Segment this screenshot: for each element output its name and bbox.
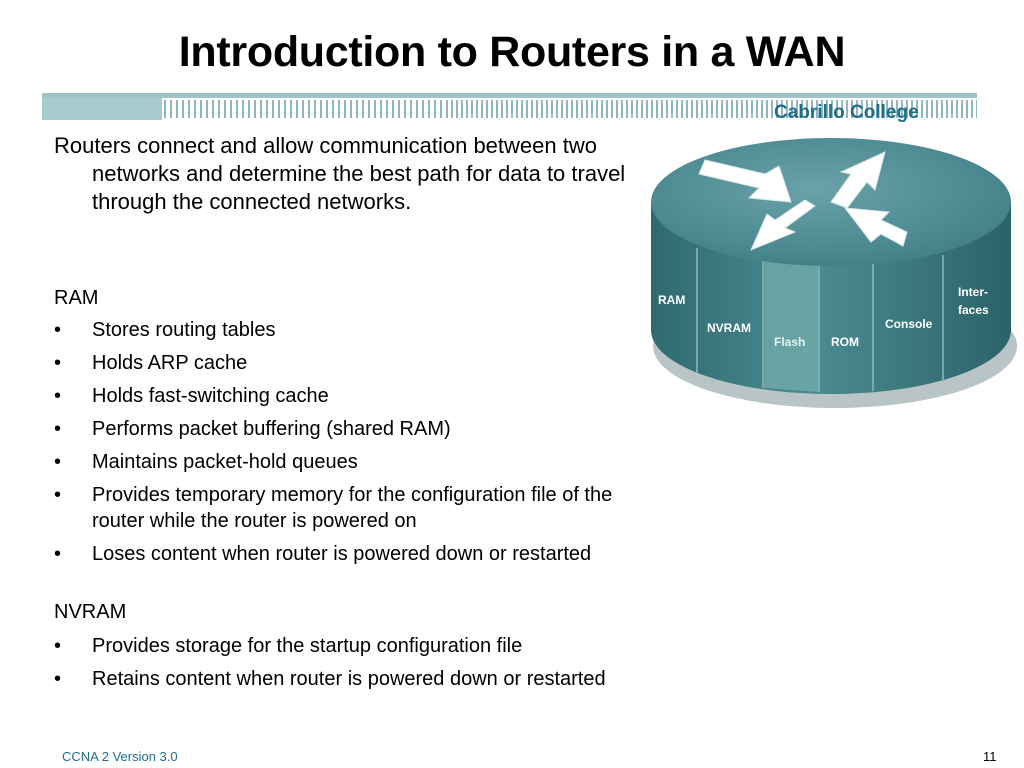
header-banner — [42, 93, 977, 120]
label-console: Console — [885, 317, 933, 331]
list-item-text: Provides temporary memory for the config… — [92, 484, 613, 532]
nvram-list: • Provides storage for the startup config… — [54, 633, 629, 699]
list-item: • Holds fast-switching cache — [54, 383, 629, 409]
list-item: • Performs packet buffering (shared RAM) — [54, 416, 629, 442]
label-ram: RAM — [658, 293, 685, 307]
arrow-in-top-left — [698, 159, 792, 203]
bullet: • — [54, 352, 62, 374]
arrow-out-bottom-left — [750, 199, 816, 251]
bullet: • — [54, 484, 62, 506]
label-interfaces-1: Inter- — [958, 285, 988, 299]
list-item-text: Maintains packet-hold queues — [92, 451, 358, 473]
ram-heading: RAM — [54, 287, 99, 309]
list-item: • Retains content when router is powered … — [54, 666, 629, 692]
label-flash: Flash — [774, 335, 805, 349]
list-item: • Holds ARP cache — [54, 350, 629, 376]
bullet: • — [54, 319, 62, 341]
label-nvram: NVRAM — [707, 321, 751, 335]
bullet: • — [54, 543, 62, 565]
bullet: • — [54, 635, 62, 657]
college-logo-text: Cabrillo College — [774, 102, 919, 123]
list-item-text: Retains content when router is powered d… — [92, 668, 606, 690]
ram-list: •Stores routing tables •Holds ARP cache … — [54, 317, 629, 574]
list-item: • Loses content when router is powered do… — [54, 541, 629, 567]
bullet: • — [54, 418, 62, 440]
slide-title: Introduction to Routers in a WAN — [178, 28, 846, 76]
footer-course: CCNA 2 Version 3.0 — [62, 749, 178, 764]
intro-paragraph: Routers connect and allow communication … — [54, 133, 626, 214]
label-rom: ROM — [831, 335, 859, 349]
bullet: • — [54, 451, 62, 473]
list-item: • Provides storage for the startup config… — [54, 633, 629, 659]
page-number: 11 — [983, 749, 997, 764]
list-item: • Maintains packet-hold queues — [54, 449, 629, 475]
nvram-heading: NVRAM — [54, 601, 127, 623]
banner-stripes — [164, 100, 977, 118]
flash-band — [763, 260, 819, 392]
list-item-text: Provides storage for the startup configu… — [92, 635, 523, 657]
arrow-in-bottom-right — [843, 207, 908, 247]
label-interfaces-2: faces — [958, 303, 989, 317]
bullet: • — [54, 668, 62, 690]
list-item-text: Loses content when router is powered dow… — [92, 543, 592, 565]
list-item-text: Holds ARP cache — [92, 352, 248, 374]
list-item: • Stores routing tables — [54, 317, 629, 343]
list-item: • Provides temporary memory for the confi… — [54, 482, 629, 534]
bullet: • — [54, 385, 62, 407]
router-diagram: RAM NVRAM Flash ROM Console Inter- faces — [651, 138, 1017, 408]
list-item-text: Holds fast-switching cache — [92, 385, 329, 407]
list-item-text: Performs packet buffering (shared RAM) — [92, 418, 451, 440]
list-item-text: Stores routing tables — [92, 319, 276, 341]
arrow-out-top-right — [830, 151, 886, 209]
